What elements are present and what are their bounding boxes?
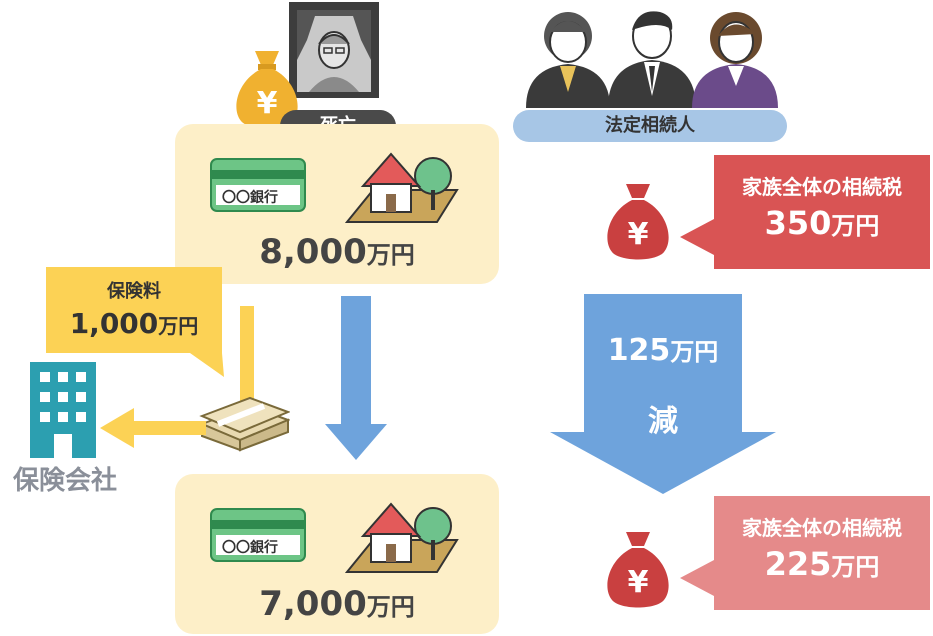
premium-amount: 1,000 bbox=[69, 307, 159, 340]
premium-unit: 万円 bbox=[158, 314, 199, 338]
tax-before-title: 家族全体の相続税 bbox=[742, 175, 902, 199]
reduction-amount: 125 bbox=[607, 333, 671, 368]
tax-after-bubble: 家族全体の相続税 225万円 bbox=[680, 496, 930, 610]
assets-decrease-arrow bbox=[325, 296, 387, 460]
assets-after-amount: 7,000万円 bbox=[259, 584, 415, 624]
deceased-portrait bbox=[287, 0, 381, 100]
svg-text:¥: ¥ bbox=[257, 86, 278, 121]
bank-card-icon: 〇〇銀行 bbox=[210, 158, 306, 212]
assets-before-amount: 8,000万円 bbox=[259, 232, 415, 272]
money-bag-red-icon: ¥ bbox=[602, 180, 674, 262]
heirs-illustration bbox=[520, 0, 782, 108]
tax-before-unit: 万円 bbox=[831, 212, 880, 240]
money-bag-red-icon: ¥ bbox=[602, 528, 674, 610]
heirs-label: 法定相続人 bbox=[513, 110, 787, 142]
premium-connector bbox=[240, 306, 254, 418]
house-land-icon bbox=[344, 146, 460, 224]
tax-before-bubble: 家族全体の相続税 350万円 bbox=[680, 155, 930, 269]
tax-before-amount: 350 bbox=[764, 204, 832, 242]
svg-text:¥: ¥ bbox=[628, 565, 649, 600]
tax-after-title: 家族全体の相続税 bbox=[742, 516, 902, 540]
bank-card-text: 〇〇銀行 bbox=[222, 190, 278, 206]
tax-after-unit: 万円 bbox=[831, 553, 880, 581]
bank-card-icon: 〇〇銀行 bbox=[210, 508, 306, 562]
house-land-icon bbox=[344, 496, 460, 574]
reduction-unit: 万円 bbox=[670, 338, 719, 366]
reduction-label: 減 bbox=[648, 404, 678, 439]
tax-reduction-arrow: 125万円 減 bbox=[550, 294, 776, 494]
svg-text:¥: ¥ bbox=[628, 217, 649, 252]
insurer-label: 保険会社 bbox=[12, 466, 117, 496]
tax-after-amount: 225 bbox=[764, 545, 832, 583]
premium-to-insurer-arrow bbox=[100, 404, 206, 452]
premium-title: 保険料 bbox=[107, 281, 161, 302]
money-bag-icon: ¥ bbox=[231, 47, 303, 131]
premium-bubble: 保険料 1,000万円 bbox=[46, 267, 226, 383]
cash-bundle-icon bbox=[198, 394, 291, 452]
bank-card-text: 〇〇銀行 bbox=[222, 540, 278, 556]
insurer-building-icon bbox=[30, 358, 96, 458]
